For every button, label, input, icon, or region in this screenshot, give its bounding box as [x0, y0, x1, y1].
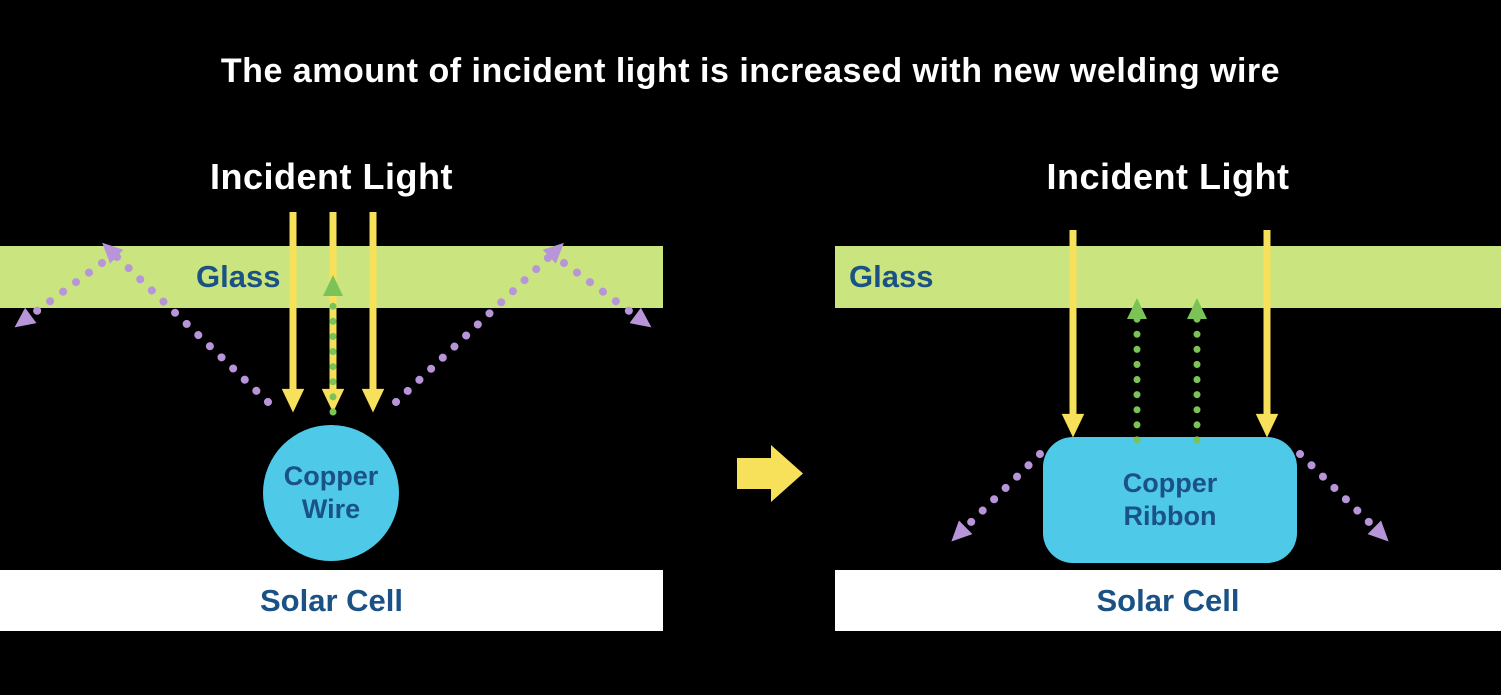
left-glass-band [0, 246, 663, 308]
left-incident-light-label: Incident Light [210, 156, 453, 197]
copper-ribbon-label-line2: Ribbon [1123, 501, 1217, 531]
left-solar-cell-band: Solar Cell [0, 570, 663, 631]
right-glass-label: Glass [849, 259, 934, 294]
right-glass-band [835, 246, 1501, 308]
copper-wire-label-line1: Copper [283, 461, 379, 491]
copper-ribbon-label-line1: Copper [1122, 468, 1218, 498]
transition-arrow [737, 445, 803, 502]
diagram-title: The amount of incident light is increase… [220, 52, 1281, 90]
right-incident-light-label: Incident Light [1046, 156, 1290, 197]
left-glass-label: Glass [196, 259, 281, 294]
copper-ribbon-rect: Copper Ribbon [1043, 437, 1297, 563]
right-solar-cell-band: Solar Cell [835, 570, 1501, 631]
right-solar-cell-label: Solar Cell [1096, 582, 1240, 618]
left-solar-cell-label: Solar Cell [260, 582, 403, 618]
copper-wire-circle: Copper Wire [263, 425, 399, 561]
right-scattered-ray-left [951, 450, 1044, 542]
copper-wire-label-line2: Wire [301, 494, 361, 524]
right-scattered-ray-right [1296, 450, 1389, 542]
